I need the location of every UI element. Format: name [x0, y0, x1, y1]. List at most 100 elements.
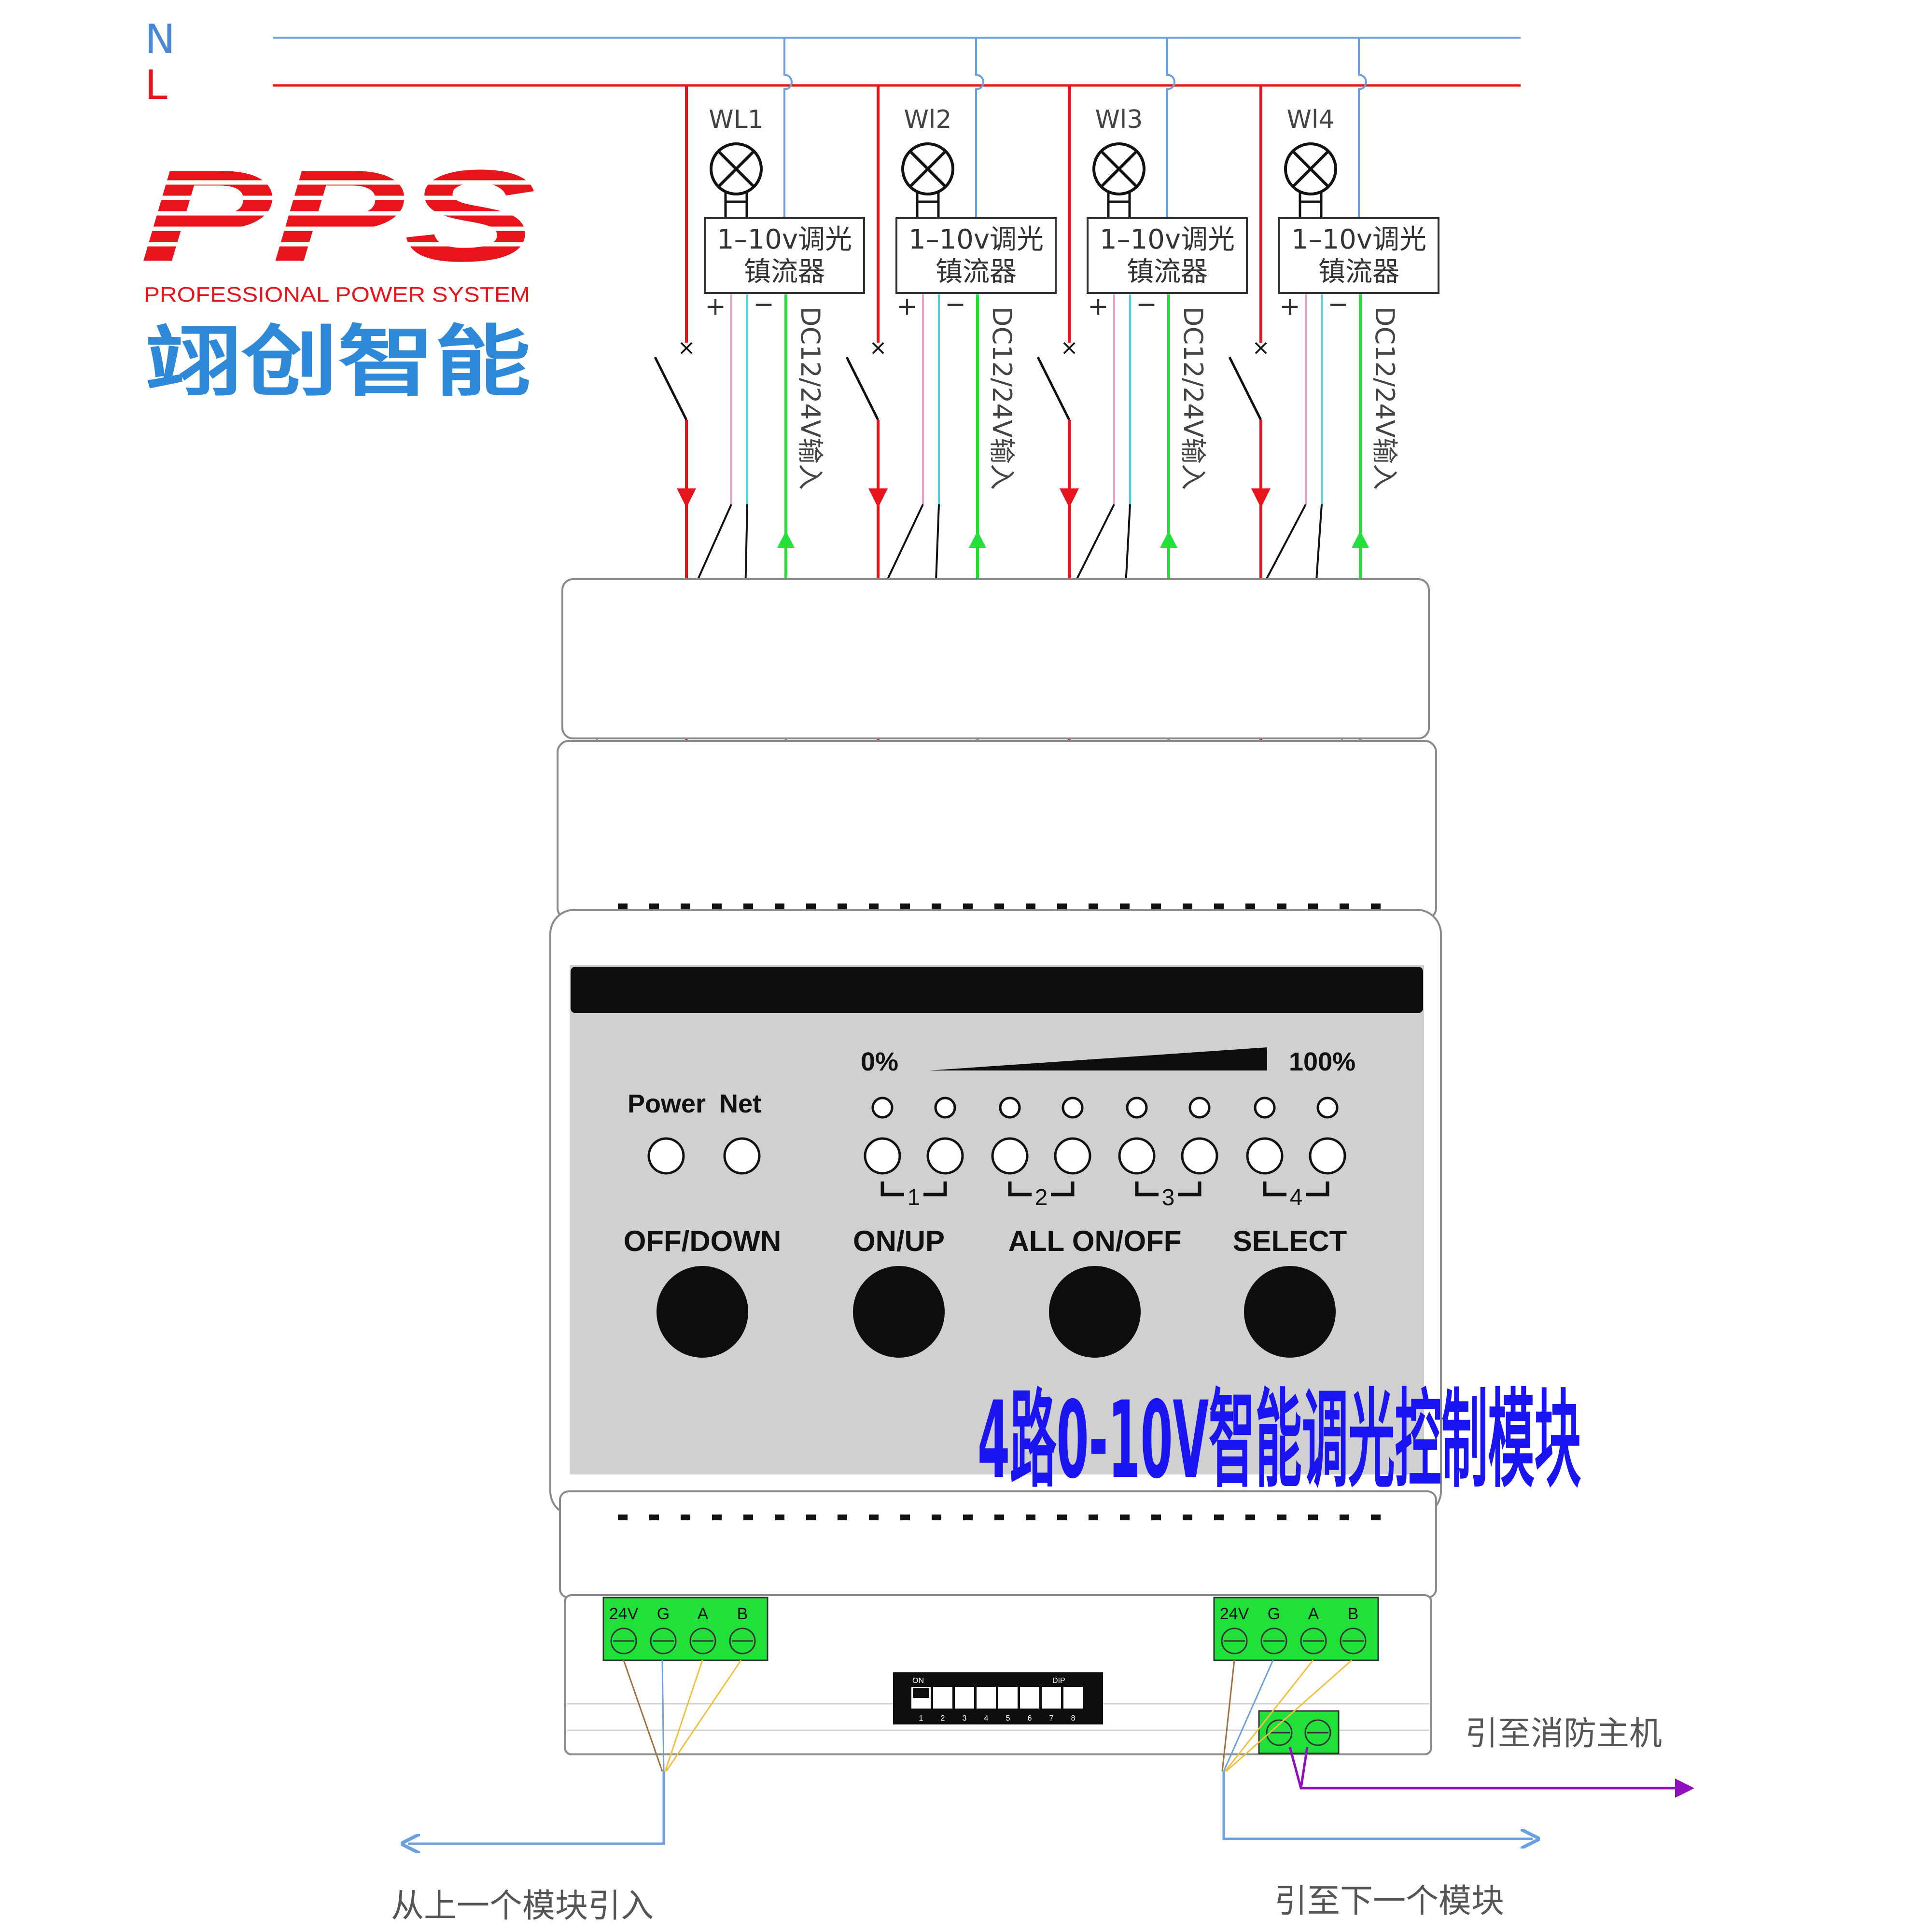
level-indicator-led — [1126, 1097, 1148, 1119]
bus-wiring — [623, 1659, 1352, 1772]
to-next-module-label: 引至下一个模块 — [1274, 1882, 1504, 1920]
channel-led — [1054, 1137, 1091, 1175]
brand-name-cn: 翊创智能 — [145, 317, 531, 407]
arrow-down-icon — [868, 488, 888, 508]
dip-label: DIP — [1052, 1677, 1065, 1685]
dip-key[interactable] — [1063, 1687, 1083, 1709]
live-label: L — [145, 61, 168, 109]
arrow-down-icon — [1251, 488, 1271, 508]
ballast-label-2: 镇流器 — [1127, 256, 1208, 288]
switch-contact-icon: × — [1252, 335, 1270, 360]
dim-plus-label: + — [1088, 292, 1109, 321]
switch-contact-icon: × — [1061, 335, 1078, 360]
level-indicator-led — [934, 1097, 956, 1119]
group-bracket — [1135, 1181, 1202, 1196]
dim-plus-label: + — [705, 292, 726, 321]
lamp-label: Wl4 — [1287, 105, 1335, 134]
select-button[interactable] — [1244, 1266, 1336, 1358]
bus-pin-label: 24V — [1220, 1605, 1249, 1623]
channel-led — [926, 1137, 964, 1175]
dim-plus-label: + — [1279, 292, 1300, 321]
level-max-label: 100% — [1289, 1047, 1355, 1076]
ballast-label: 1–10v调光 — [1100, 224, 1235, 255]
arrow-up-icon — [777, 531, 795, 548]
on-up-button[interactable] — [853, 1266, 945, 1358]
level-indicator-led — [999, 1097, 1021, 1119]
switch-icon — [1036, 356, 1071, 421]
dip-key[interactable] — [1020, 1687, 1039, 1709]
module-lower-housing — [559, 1490, 1437, 1598]
switch-icon — [1228, 356, 1262, 421]
bus-pin-label: G — [657, 1605, 670, 1623]
dip-number: 2 — [941, 1714, 945, 1723]
dip-key[interactable] — [977, 1687, 996, 1709]
group-bracket — [880, 1181, 947, 1196]
lamp-label: Wl3 — [1095, 105, 1143, 134]
ballast-label-2: 镇流器 — [744, 256, 825, 288]
channel-led — [1309, 1137, 1346, 1175]
dc-input-label: DC12/24V输入 — [1369, 306, 1400, 490]
dip-number: 7 — [1049, 1714, 1054, 1723]
dip-key[interactable] — [998, 1687, 1018, 1709]
arrow-up-icon — [969, 531, 986, 548]
on-up-button-label: ON/UP — [853, 1225, 945, 1257]
ballast-label: 1–10v调光 — [908, 224, 1044, 255]
switch-contact-icon: × — [869, 335, 887, 360]
off-down-button[interactable] — [657, 1266, 748, 1358]
dip-key[interactable] — [933, 1687, 952, 1709]
fire-alarm-terminal — [1258, 1710, 1340, 1754]
module-title: 4路0-10V智能调光控制模块 — [978, 1378, 1581, 1502]
switch-icon — [654, 356, 688, 421]
dip-number: 1 — [919, 1714, 923, 1723]
bus-pin-label: B — [737, 1605, 748, 1623]
ballast-label: 1–10v调光 — [717, 224, 852, 255]
net-label: Net — [719, 1089, 761, 1118]
arrow-up-icon — [1352, 531, 1369, 548]
select-button-label: SELECT — [1233, 1225, 1347, 1257]
arrow-up-icon — [1160, 531, 1177, 548]
off-down-button-label: OFF/DOWN — [624, 1225, 782, 1257]
dip-number: 5 — [1006, 1714, 1010, 1723]
level-indicator-led — [871, 1097, 894, 1119]
power-label: Power — [628, 1089, 706, 1118]
panel-black-strip — [571, 967, 1423, 1013]
all-on-off-button-label: ALL ON/OFF — [1008, 1225, 1182, 1257]
ballast-box — [704, 217, 865, 294]
ballast-box — [1278, 217, 1439, 294]
dim-minus-label: − — [1136, 290, 1157, 319]
level-indicator-led — [1188, 1097, 1211, 1119]
dip-number: 4 — [984, 1714, 989, 1723]
bus-in-arrow — [408, 1771, 665, 1844]
channel-led — [1246, 1137, 1284, 1175]
all-on-off-button[interactable] — [1049, 1266, 1141, 1358]
bus-out-arrow — [1222, 1771, 1533, 1839]
net-led — [723, 1137, 761, 1175]
switch-contact-icon: × — [678, 335, 696, 360]
group-label: 2 — [1035, 1185, 1048, 1210]
from-previous-module-label: 从上一个模块引入 — [391, 1887, 654, 1925]
dip-key[interactable] — [955, 1687, 974, 1709]
channel-led — [1181, 1137, 1218, 1175]
dip-number: 3 — [963, 1714, 967, 1723]
bus-pin-label: A — [698, 1605, 709, 1623]
power-led — [647, 1137, 685, 1175]
channel-led — [991, 1137, 1029, 1175]
logo-stripes — [135, 180, 541, 247]
dim-plus-label: + — [896, 292, 918, 321]
group-label: 1 — [908, 1185, 921, 1210]
level-indicator-led — [1316, 1097, 1339, 1119]
dip-key[interactable] — [1042, 1687, 1061, 1709]
brand-tagline: PROFESSIONAL POWER SYSTEM — [144, 283, 530, 306]
neutral-label: N — [145, 15, 175, 63]
module-top-housing — [561, 578, 1430, 739]
dim-minus-label: − — [753, 290, 774, 319]
level-ramp-icon — [929, 1047, 1267, 1070]
group-bracket — [1008, 1181, 1075, 1196]
to-fire-host-label: 引至消防主机 — [1465, 1715, 1662, 1753]
dc-input-label: DC12/24V输入 — [1178, 306, 1208, 490]
dc-input-label: DC12/24V输入 — [987, 306, 1017, 490]
vent-slots — [618, 903, 1381, 1520]
